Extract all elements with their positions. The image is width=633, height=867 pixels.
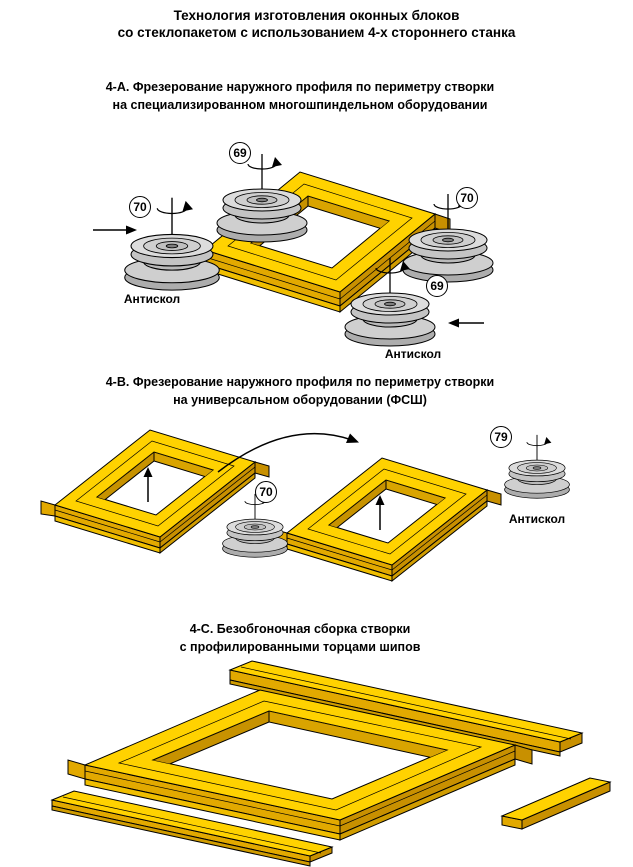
rail-bottom (50, 790, 334, 867)
transfer-arrow (217, 432, 359, 473)
heading-4a-line2: на специализированном многошпиндельном о… (112, 98, 488, 112)
badge-cutter-right: 70 (456, 187, 478, 209)
page-title-line2: со стеклопакетом с использованием 4-х ст… (117, 25, 516, 40)
heading-4c: 4-С. Безобгоночная сборка створки с проф… (0, 620, 600, 656)
badge-cutter-top: 69 (229, 142, 251, 164)
diagram-4c (50, 660, 612, 867)
caption-antiskol-4b: Антискол (508, 512, 566, 526)
heading-4b: 4-В. Фрезерование наружного профиля по п… (0, 373, 600, 409)
badge-cutter-center-4b: 70 (255, 481, 277, 503)
badge-cutter-right-4b: 79 (490, 426, 512, 448)
heading-4c-line2: с профилированными торцами шипов (179, 640, 421, 654)
heading-4a-line1: 4-А. Фрезерование наружного профиля по п… (105, 80, 495, 94)
heading-4b-line1: 4-В. Фрезерование наружного профиля по п… (105, 375, 495, 389)
caption-antiskol-bottom: Антискол (384, 347, 442, 361)
milling-cutter-4a-right (402, 193, 494, 283)
milling-cutter-4b-right (504, 434, 570, 499)
feed-arrow-left (93, 225, 137, 235)
badge-cutter-bottom: 69 (426, 275, 448, 297)
milling-cutter-4b-center (222, 493, 288, 558)
workpiece-arrow-left (143, 467, 153, 502)
workpiece-arrow-right (375, 495, 385, 530)
heading-4b-line2: на универсальном оборудовании (ФСШ) (173, 393, 427, 407)
diagram-4a (93, 153, 494, 347)
rail-right (500, 777, 612, 830)
heading-4a: 4-А. Фрезерование наружного профиля по п… (0, 78, 600, 114)
sash-frame-4b-right (272, 457, 502, 583)
sash-frame-4c (67, 689, 533, 841)
badge-cutter-left: 70 (129, 196, 151, 218)
page-title-line1: Технология изготовления оконных блоков (173, 8, 460, 23)
sash-frame-4b-left (40, 429, 270, 555)
caption-antiskol-left: Антискол (123, 292, 181, 306)
feed-arrow-bottom (448, 318, 484, 328)
diagram-4b (40, 429, 570, 583)
milling-cutter-4a-top (216, 153, 308, 243)
heading-4c-line1: 4-С. Безобгоночная сборка створки (189, 622, 411, 636)
